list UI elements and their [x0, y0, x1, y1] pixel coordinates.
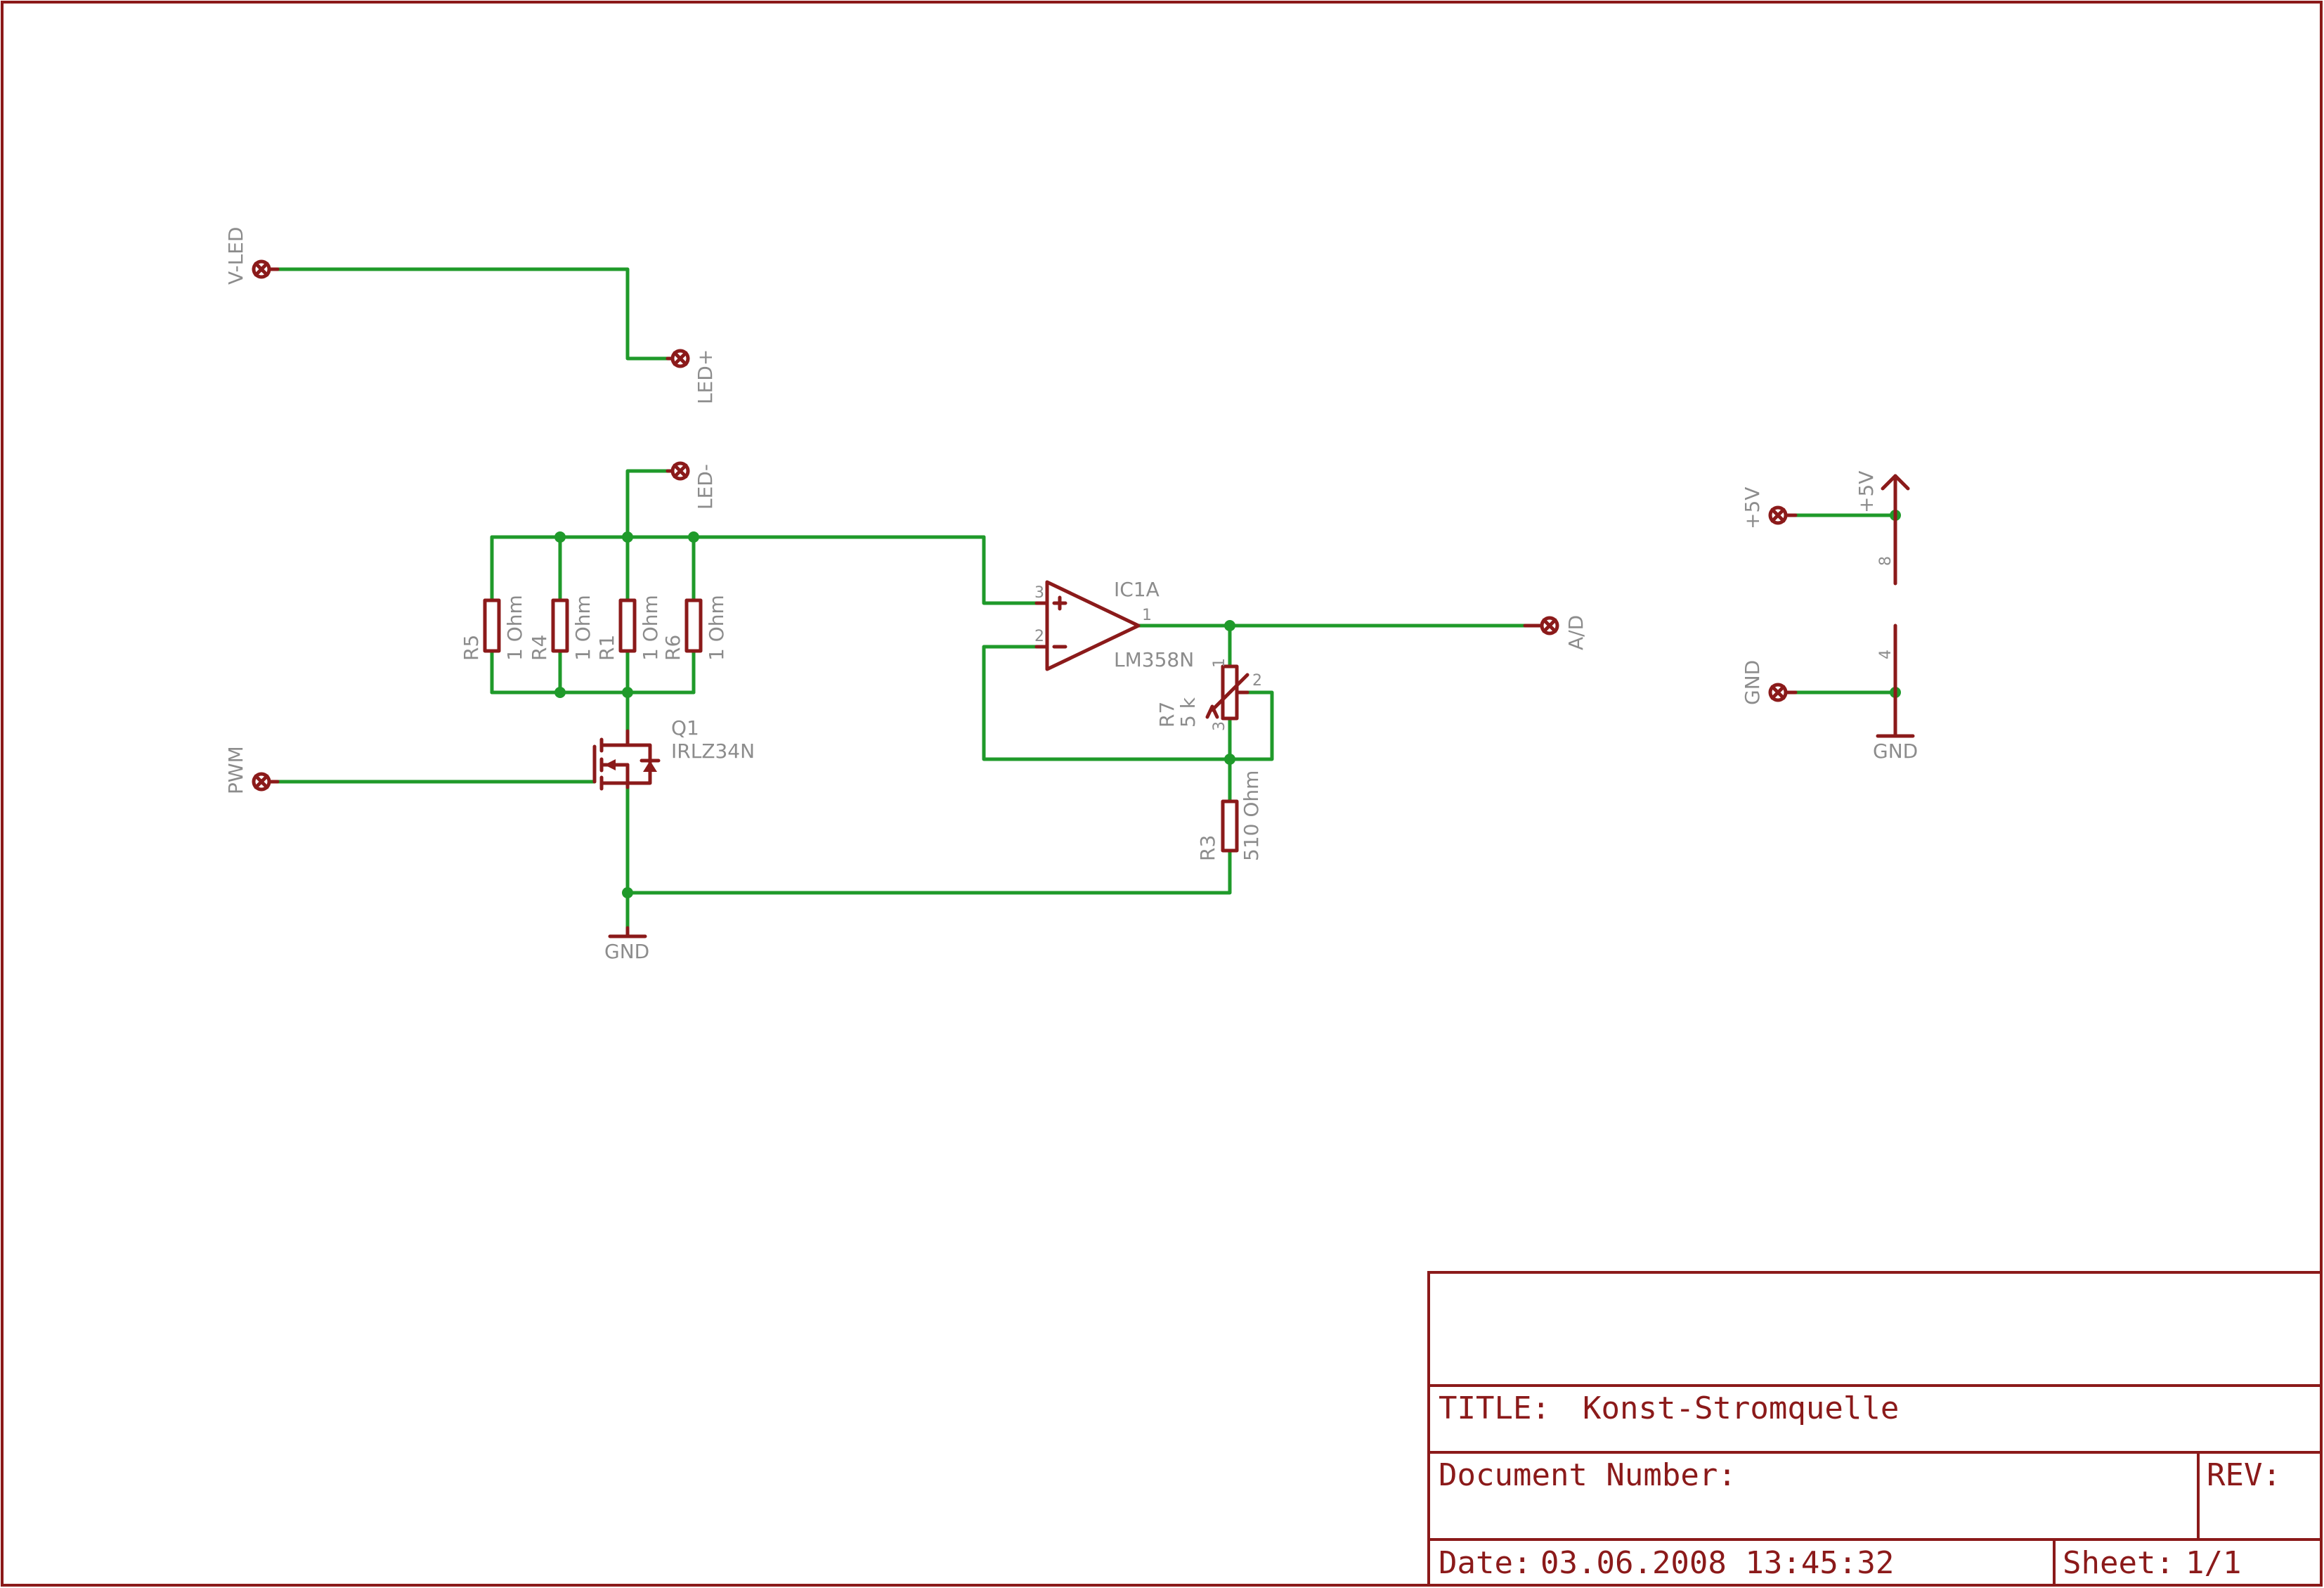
- sheet-value: 1/1: [2186, 1545, 2241, 1581]
- pin-label-op-out: 1: [1142, 607, 1152, 624]
- resistor-r1: R1 1 Ohm: [595, 595, 662, 661]
- pad-led-plus: [666, 349, 690, 368]
- title-block: TITLE: Konst-Stromquelle Document Number…: [1427, 1271, 2323, 1587]
- opamp-ic1a: IC1A LM358N 3 2 1: [1034, 578, 1194, 671]
- junction-dot: [1224, 754, 1235, 765]
- date-label: Date:: [1439, 1545, 1531, 1581]
- resistor-value: 1 Ohm: [571, 595, 595, 661]
- pot-value: 5 k: [1176, 697, 1200, 728]
- resistor-value: 1 Ohm: [639, 595, 662, 661]
- document-number-label: Document Number:: [1439, 1457, 1736, 1493]
- pin-label-pot-1: 1: [1211, 658, 1228, 668]
- pad-plus5v: [1768, 505, 1798, 525]
- rev-label: REV:: [2207, 1457, 2281, 1493]
- resistor-value: 1 Ohm: [503, 595, 526, 661]
- junction-dot: [622, 687, 633, 698]
- junction-dot: [554, 687, 566, 698]
- resistor-name: R5: [460, 635, 483, 661]
- wire-ledminus-node: [625, 469, 670, 539]
- supply-plus5v-label: +5V: [1855, 471, 1878, 513]
- resistor-r5: R5 1 Ohm: [460, 595, 526, 661]
- resistor-r6: R6 1 Ohm: [661, 595, 728, 661]
- junction-dot: [622, 531, 633, 543]
- label-led-minus: LED-: [694, 464, 717, 510]
- resistor-r3: R3 510 Ohm: [1196, 770, 1263, 861]
- mosfet-q1: Q1 IRLZ34N: [592, 716, 755, 791]
- label-pwm: PWM: [224, 746, 247, 794]
- sheet-label: Sheet:: [2063, 1545, 2174, 1581]
- pin-label-op-plus: 3: [1034, 584, 1044, 602]
- pot-name: R7: [1155, 702, 1179, 728]
- wire-vled-to-ledplus: [275, 267, 670, 361]
- wire-to-opamp-plus: [982, 535, 1039, 605]
- supply-gnd: 4 GND: [1873, 624, 1918, 763]
- opamp-value: LM358N: [1114, 648, 1194, 671]
- junction-dot: [554, 531, 566, 543]
- date-value: 03.06.2008 13:45:32: [1540, 1545, 1894, 1581]
- opamp-name: IC1A: [1114, 578, 1160, 601]
- label-gnd-pad: GND: [1741, 660, 1764, 705]
- title-label: TITLE:: [1439, 1390, 1550, 1426]
- pad-pwm: [252, 772, 280, 792]
- resistor-name: R6: [661, 635, 684, 661]
- wire-gnd-to-r3: [625, 848, 1232, 895]
- pin-label-pot-3: 3: [1211, 721, 1228, 731]
- junction-dot: [622, 887, 633, 898]
- resistor-name: R1: [595, 635, 618, 661]
- wire-opamp-minus-feedback: [982, 645, 1274, 761]
- resistor-value: 1 Ohm: [705, 595, 728, 661]
- resistor-r4: R4 1 Ohm: [528, 595, 595, 661]
- pad-gnd: [1768, 683, 1798, 702]
- pad-led-minus: [666, 461, 690, 481]
- pad-v-led: [252, 259, 280, 279]
- label-plus5v-pad: +5V: [1741, 487, 1764, 529]
- supply-plus5v: +5V 8: [1855, 471, 1910, 586]
- label-v-led: V-LED: [224, 227, 247, 285]
- pin-label-4: 4: [1877, 650, 1895, 659]
- resistor-value: 510 Ohm: [1240, 770, 1263, 861]
- supply-gnd-label: GND: [1873, 740, 1918, 763]
- gnd-label-main: GND: [604, 940, 649, 963]
- label-led-plus: LED+: [694, 349, 717, 404]
- junctions: [554, 510, 1901, 898]
- connector-pads: [252, 259, 1798, 792]
- pin-label-8: 8: [1877, 556, 1895, 566]
- gnd-symbol-main: GND: [604, 926, 649, 963]
- resistor-name: R3: [1196, 835, 1219, 861]
- junction-dot: [1224, 620, 1235, 631]
- pin-label-pot-2: 2: [1252, 672, 1262, 690]
- potentiometer-r7: R7 5 k 1 2 3: [1155, 658, 1262, 731]
- junction-dot: [688, 531, 699, 543]
- label-ad: A/D: [1564, 615, 1588, 650]
- mosfet-name: Q1: [671, 716, 699, 740]
- mosfet-value: IRLZ34N: [671, 740, 755, 763]
- title-value: Konst-Stromquelle: [1583, 1390, 1899, 1426]
- pin-label-op-minus: 2: [1034, 628, 1044, 645]
- resistor-name: R4: [528, 635, 551, 661]
- wires: [275, 267, 1897, 930]
- pad-ad: [1523, 616, 1559, 635]
